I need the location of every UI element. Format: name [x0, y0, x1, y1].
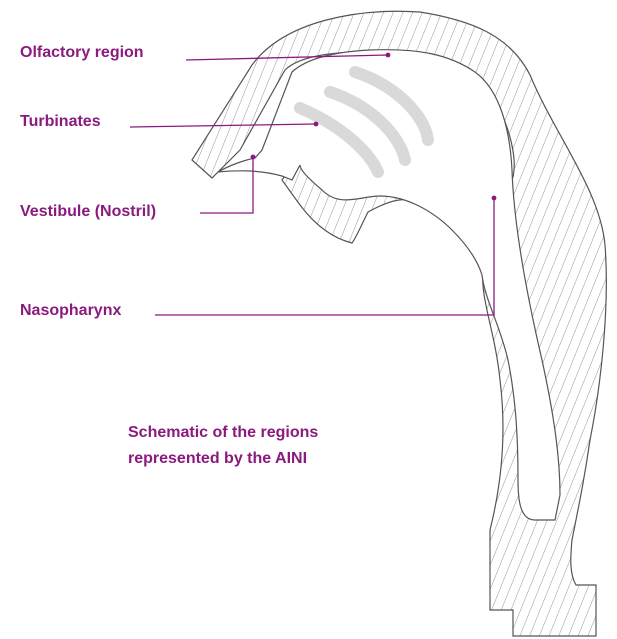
olfactory-region-label: Olfactory region [20, 43, 144, 63]
olfactory-dot [386, 53, 391, 58]
turbinates-dot [314, 122, 319, 127]
nasopharynx-label: Nasopharynx [20, 301, 121, 321]
vestibule-label: Vestibule (Nostril) [20, 202, 156, 222]
caption-line-1: Schematic of the regions [128, 420, 318, 446]
turbinates-label: Turbinates [20, 112, 101, 132]
schematic-caption: Schematic of the regions represented by … [128, 420, 318, 472]
nasopharynx-dot [492, 196, 497, 201]
caption-line-2: represented by the AINI [128, 446, 318, 472]
vestibule-dot [251, 155, 256, 160]
